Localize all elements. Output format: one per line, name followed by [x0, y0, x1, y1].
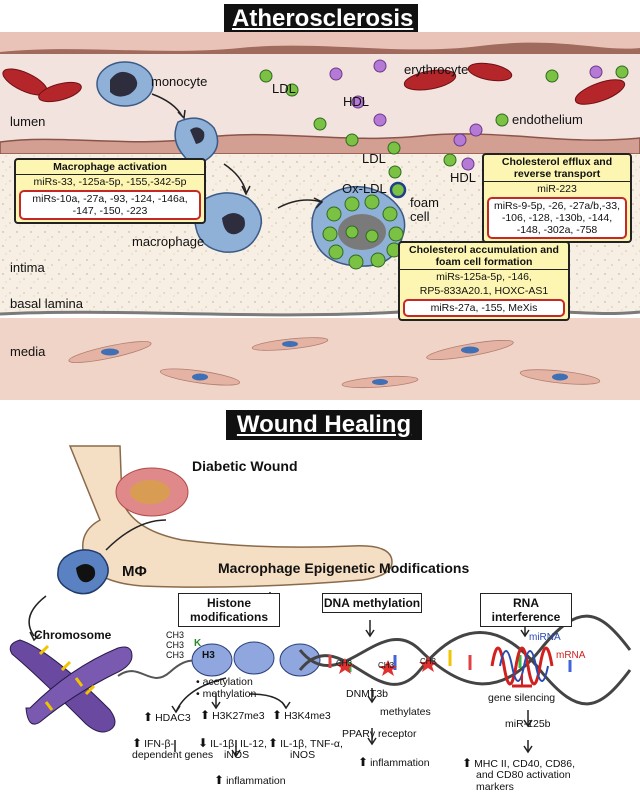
cholesterol-accumulation-box: Cholesterol accumulation and foam cell f… [398, 241, 570, 321]
gene-silencing-label: gene silencing [488, 692, 556, 704]
ppar-label: PPARγ receptor [342, 728, 417, 740]
foam-cell-label: foam cell [410, 195, 439, 224]
cholesterol-efflux-box: Cholesterol efflux and reverse transport… [482, 153, 632, 243]
ox-ldl-particle [389, 181, 407, 199]
basal-lamina-line [0, 307, 640, 317]
macrophage-activation-mirs: miRs-33, -125a-5p, -155,-342-5p [33, 176, 187, 188]
erythrocytes [2, 62, 626, 105]
mphi-label: MΦ [122, 563, 147, 580]
foam-cell [311, 185, 406, 270]
mir125b-label: miR-125b [505, 718, 551, 730]
ch3-dna-label-3: CH3 [420, 657, 437, 666]
mirna-label: miRNA [529, 632, 561, 643]
hdl-mid-label: HDL [450, 170, 477, 185]
mhc-markers-line3: markers [476, 781, 514, 793]
basal-lamina-label: basal lamina [10, 296, 83, 311]
il1-il12-label: IL-1β, IL-12, [198, 737, 267, 750]
ch3-label-2: CH3 [166, 640, 185, 650]
acetylation-label: • acetylation [196, 676, 253, 688]
cholesterol-efflux-red-mirs: miRs-9-5p, -26, -27a/b,-33, -106, -128, … [487, 197, 627, 239]
chromosome-label: Chromosome [34, 628, 112, 642]
top-endothelium [0, 42, 640, 54]
cholesterol-accumulation-lncrnas: RP5-833A20.1, HOXC-AS1 [419, 285, 549, 297]
ifn-label: IFN-β- [132, 737, 174, 750]
hdl-top-label: HDL [343, 94, 370, 109]
endothelium-label: endothelium [512, 112, 583, 127]
cholesterol-accumulation-mirs: miRs-125a-5p, -146, [436, 271, 532, 283]
cholesterol-accumulation-red-mirs: miRs-27a, -155, MeXis [403, 299, 565, 317]
h3k27me3-label: H3K27me3 [200, 709, 265, 722]
epigenetic-title: Macrophage Epigenetic Modifications [218, 560, 470, 576]
histone-modifications-box: Histone modifications [178, 593, 280, 627]
inos-label-2: iNOS [290, 749, 316, 761]
dna-helix [298, 614, 632, 706]
wound-flow-arrows [171, 592, 533, 758]
cholesterol-accumulation-header: Cholesterol accumulation and foam cell f… [400, 243, 568, 270]
inos-label-1: iNOS [224, 749, 250, 761]
lumen-label: lumen [10, 114, 46, 129]
rna-illustration [490, 646, 554, 688]
mrna-label: mRNA [556, 650, 586, 661]
wound-healing-title: Wound Healing [226, 410, 422, 440]
ifn-genes-label: dependent genes [132, 749, 214, 761]
endothelium-layer [0, 133, 640, 155]
ch3-label-1: CH3 [166, 630, 185, 640]
ch3-label-3: CH3 [166, 650, 185, 660]
dna-methylation-box: DNA methylation [322, 593, 422, 613]
ldl-mid-label: LDL [362, 151, 386, 166]
intima-label: intima [10, 260, 45, 275]
cholesterol-efflux-mirs: miR-223 [537, 183, 577, 195]
dnmt3b-label: DNMT3b [346, 688, 389, 700]
h3k4me3-label: H3K4me3 [272, 709, 331, 722]
il1-tnf-label: IL-1β, TNF-α, [268, 737, 343, 750]
lysine-k-label: K [194, 638, 202, 649]
macrophage-label: macrophage [132, 234, 205, 249]
macrophage-activation-box: Macrophage activation miRs-33, -125a-5p,… [14, 158, 206, 224]
atherosclerosis-title: Atherosclerosis [224, 4, 418, 34]
ch3-dna-label-2: CH3 [378, 661, 395, 670]
mhc-markers-line1: MHC II, CD40, CD86, [462, 757, 575, 770]
ox-ldl-label: Ox-LDL [342, 181, 387, 196]
inflammation-histone-label: inflammation [214, 774, 286, 787]
macrophage-activation-header: Macrophage activation [16, 160, 204, 175]
smooth-muscle-nuclei [101, 341, 568, 385]
methylates-label: methylates [380, 706, 431, 718]
ldl-particles [259, 65, 629, 179]
methylation-label: • methylation [196, 688, 257, 700]
hdac3-label: HDAC3 [143, 711, 191, 724]
diabetic-wound-label: Diabetic Wound [192, 458, 298, 474]
monocyte-label: monocyte [151, 74, 208, 89]
hdl-particles [329, 59, 603, 171]
inflammation-dna-label: inflammation [358, 756, 430, 769]
wound-healing-illustration [9, 445, 632, 758]
rna-interference-box: RNA interference [480, 593, 572, 627]
erythrocyte-label: erythrocyte [404, 62, 469, 77]
cholesterol-efflux-header: Cholesterol efflux and reverse transport [484, 155, 630, 182]
chromosome-shape [9, 639, 133, 733]
mhc-markers-line2: and CD80 activation [476, 769, 571, 781]
macrophage-activation-red-mirs: miRs-10a, -27a, -93, -124, -146a, -147, … [19, 190, 201, 220]
flow-arrows [151, 93, 324, 209]
nucleosomes [191, 641, 321, 677]
ldl-top-label: LDL [272, 81, 296, 96]
ch3-dna-label-1: CH3 [336, 659, 353, 668]
monocyte-cell [96, 61, 154, 107]
h3-label: H3 [202, 650, 215, 661]
media-label: media [10, 344, 46, 359]
